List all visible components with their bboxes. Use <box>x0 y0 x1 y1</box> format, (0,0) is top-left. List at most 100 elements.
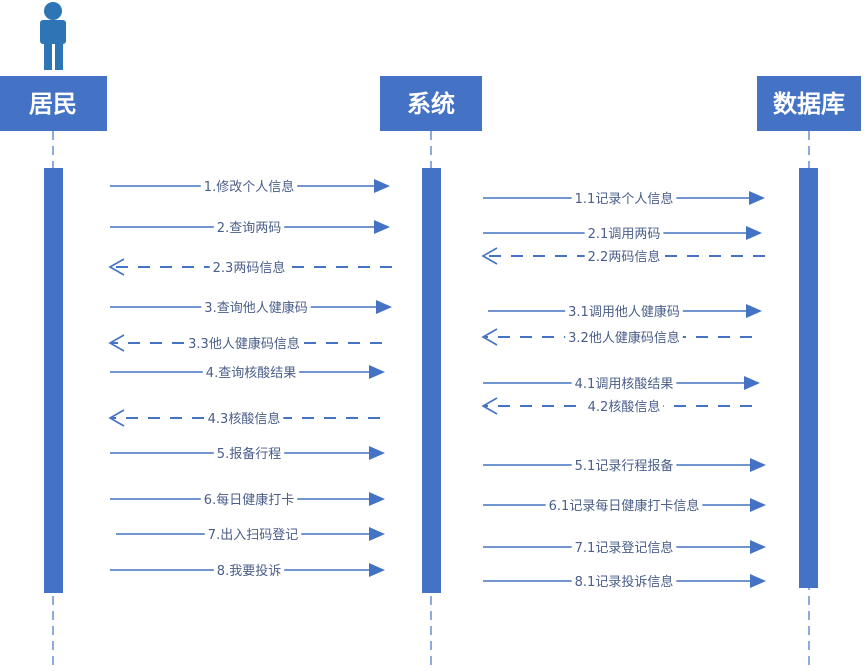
message-arrow: 6.1记录每日健康打卡信息 <box>483 498 766 514</box>
activation-database <box>799 168 818 588</box>
message-arrow: 4.查询核酸结果 <box>110 365 385 381</box>
message-label-background <box>201 300 311 316</box>
message-label-background <box>209 260 289 276</box>
message-arrow: 3.查询他人健康码 <box>110 300 392 316</box>
open-arrowhead-icon <box>481 397 498 415</box>
message-label-background <box>213 446 285 462</box>
message-label: 6.每日健康打卡 <box>204 492 294 508</box>
message-label-background <box>213 563 285 579</box>
solid-arrowhead-icon <box>750 540 766 554</box>
message-label: 8.我要投诉 <box>217 563 281 579</box>
message-list: 1.修改个人信息 1.1记录个人信息 2.查询两码 2.1调用两码 2.2两码信息 2.3… <box>108 179 766 590</box>
message-arrow: 2.查询两码 <box>110 220 390 236</box>
message-arrow: 3.1调用他人健康码 <box>488 304 762 320</box>
participant-label: 居民 <box>29 90 77 118</box>
solid-arrowhead-icon <box>369 365 385 379</box>
message-arrow: 4.2核酸信息 <box>481 397 752 415</box>
solid-arrowhead-icon <box>374 179 390 193</box>
message-label: 8.1记录投诉信息 <box>575 574 674 590</box>
message-arrow: 5.1记录行程报备 <box>483 458 766 474</box>
message-label: 6.1记录每日健康打卡信息 <box>549 498 700 514</box>
message-label: 7.出入扫码登记 <box>208 528 298 543</box>
message-arrow: 8.1记录投诉信息 <box>483 574 766 590</box>
message-label: 2.2两码信息 <box>588 249 661 265</box>
solid-arrowhead-icon <box>750 498 766 512</box>
solid-arrowhead-icon <box>746 226 762 240</box>
open-arrowhead-icon <box>481 247 498 265</box>
solid-arrowhead-icon <box>369 492 385 506</box>
message-label-background <box>571 540 677 556</box>
message-label: 1.1记录个人信息 <box>575 191 674 207</box>
message-label-background <box>565 304 683 320</box>
message-arrow: 3.2他人健康码信息 <box>481 328 752 346</box>
message-label: 4.2核酸信息 <box>588 399 661 415</box>
message-label-background <box>584 227 664 242</box>
message-label: 2.3两码信息 <box>213 260 286 276</box>
message-label-background <box>584 249 664 265</box>
message-label: 3.3他人健康码信息 <box>188 336 300 352</box>
message-arrow: 5.报备行程 <box>110 446 385 462</box>
message-arrow: 2.3两码信息 <box>108 258 392 276</box>
message-label-background <box>565 330 683 346</box>
solid-arrowhead-icon <box>749 191 765 205</box>
message-label: 1.修改个人信息 <box>204 179 294 195</box>
message-label-background <box>571 458 677 474</box>
message-label: 2.查询两码 <box>217 221 281 236</box>
message-label: 7.1记录登记信息 <box>575 540 674 556</box>
solid-arrowhead-icon <box>744 376 760 390</box>
message-arrow: 4.1调用核酸结果 <box>483 376 760 392</box>
message-label-background <box>584 399 664 415</box>
open-arrowhead-icon <box>481 328 498 346</box>
message-arrow: 2.2两码信息 <box>481 247 765 265</box>
solid-arrowhead-icon <box>369 563 385 577</box>
message-label-background <box>200 492 298 508</box>
person-icon <box>40 2 66 70</box>
message-arrow: 3.3他人健康码信息 <box>108 334 382 352</box>
message-arrow: 7.1记录登记信息 <box>483 540 766 556</box>
message-arrow: 4.3核酸信息 <box>108 409 380 427</box>
message-label-background <box>202 366 300 381</box>
message-label: 3.查询他人健康码 <box>204 300 307 316</box>
message-arrow: 8.我要投诉 <box>110 563 385 579</box>
open-arrowhead-icon <box>108 258 125 276</box>
participant-database: 数据库 <box>757 76 861 131</box>
message-label-background <box>571 377 677 392</box>
message-label: 4.3核酸信息 <box>208 411 281 427</box>
message-label-background <box>204 528 302 543</box>
message-label-background <box>545 498 703 514</box>
participant-resident: 居民 <box>0 76 107 131</box>
solid-arrowhead-icon <box>369 527 385 541</box>
solid-arrowhead-icon <box>750 574 766 588</box>
message-label-background <box>571 191 677 207</box>
activation-system <box>422 168 441 593</box>
open-arrowhead-icon <box>108 409 125 427</box>
message-arrow: 7.出入扫码登记 <box>116 527 385 543</box>
message-label: 2.1调用两码 <box>588 227 661 242</box>
participant-label: 数据库 <box>773 90 845 118</box>
message-label-background <box>200 179 298 195</box>
message-label-background <box>185 336 303 352</box>
participant-label: 系统 <box>407 90 455 118</box>
message-label-background <box>213 221 285 236</box>
participant-system: 系统 <box>380 76 482 131</box>
solid-arrowhead-icon <box>750 458 766 472</box>
message-arrow: 2.1调用两码 <box>483 226 762 242</box>
open-arrowhead-icon <box>108 334 125 352</box>
solid-arrowhead-icon <box>376 300 392 314</box>
message-arrow: 1.修改个人信息 <box>110 179 390 195</box>
message-arrow: 1.1记录个人信息 <box>483 191 765 207</box>
solid-arrowhead-icon <box>369 446 385 460</box>
message-label-background <box>571 574 677 590</box>
message-label-background <box>204 411 284 427</box>
message-label: 5.报备行程 <box>217 446 281 462</box>
solid-arrowhead-icon <box>746 304 762 318</box>
activation-resident <box>44 168 63 593</box>
solid-arrowhead-icon <box>374 220 390 234</box>
message-label: 5.1记录行程报备 <box>575 458 674 474</box>
message-label: 4.1调用核酸结果 <box>575 377 674 392</box>
message-label: 3.2他人健康码信息 <box>568 330 680 346</box>
message-label: 4.查询核酸结果 <box>206 366 296 381</box>
message-label: 3.1调用他人健康码 <box>568 304 680 320</box>
message-arrow: 6.每日健康打卡 <box>110 492 385 508</box>
